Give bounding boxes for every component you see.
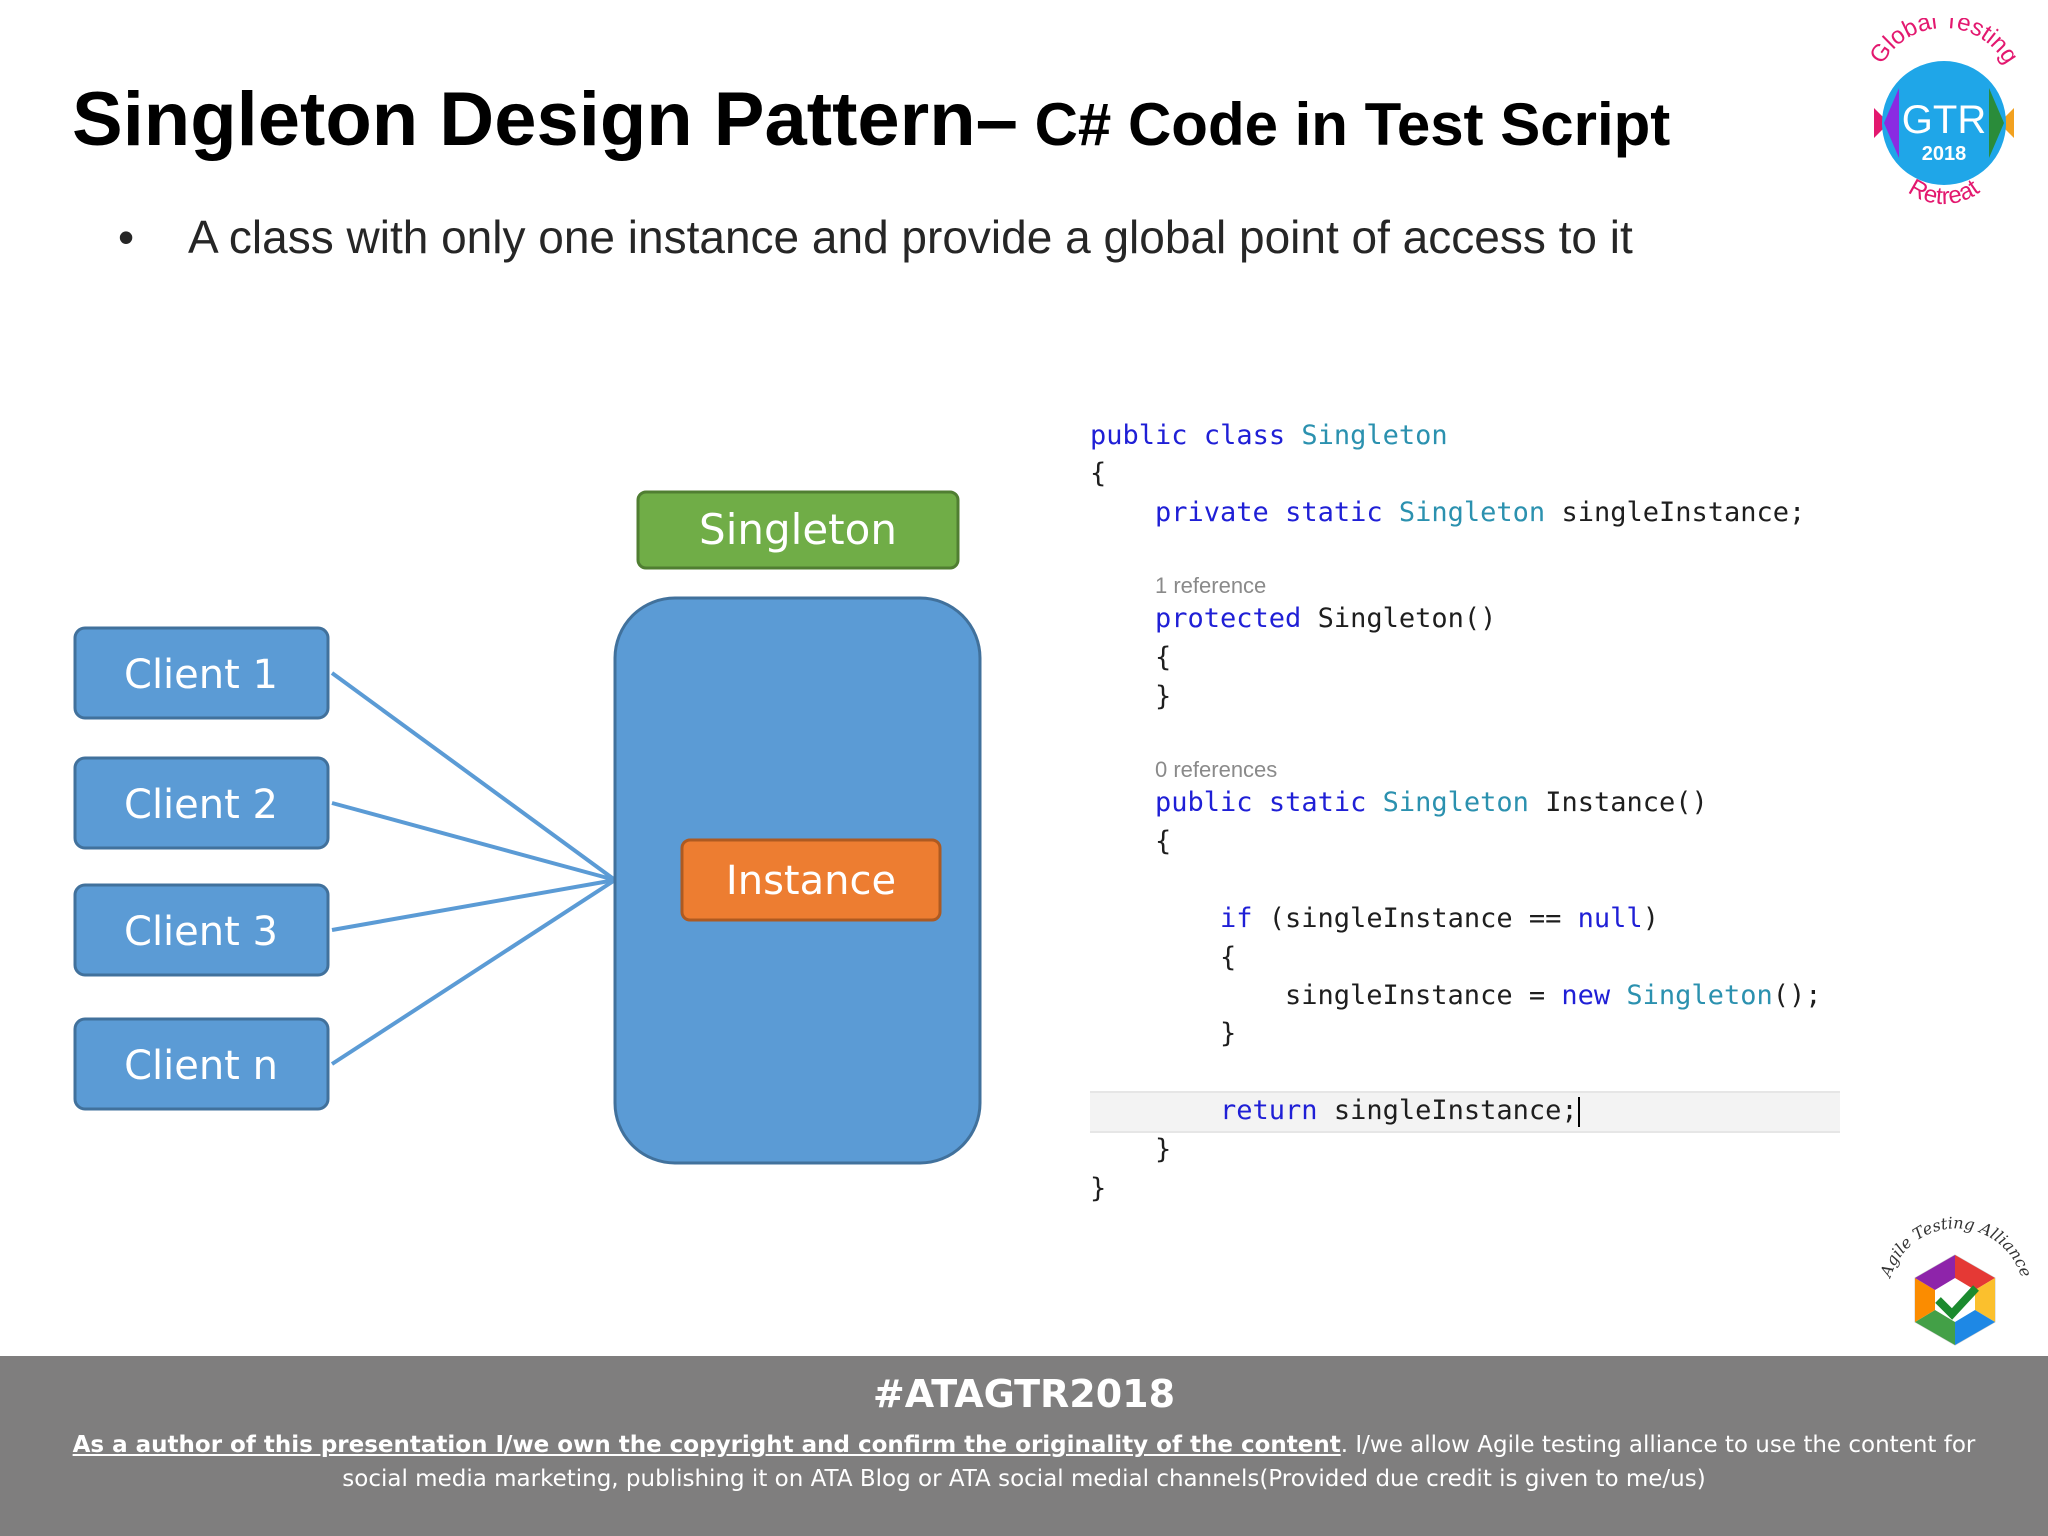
client-box-2: Client 2 xyxy=(73,756,330,850)
title-sub: C# Code in Test Script xyxy=(1017,91,1671,158)
client-label-3: Client 3 xyxy=(124,909,278,955)
gtr-logo-year: 2018 xyxy=(1922,143,1967,165)
code-line-brace: } xyxy=(1155,1134,1172,1165)
code-line-brace: } xyxy=(1220,1018,1237,1049)
singleton-header-box: Singleton xyxy=(636,490,960,570)
footer-bar: #ATAGTR2018 As a author of this presenta… xyxy=(0,1356,2048,1536)
instance-label: Instance xyxy=(726,858,896,904)
code-line-brace: { xyxy=(1220,942,1237,973)
code-line-brace: { xyxy=(1155,826,1172,857)
code-line-open-brace: { xyxy=(1090,458,1107,489)
client-box-n: Client n xyxy=(73,1017,330,1111)
checkmark-icon xyxy=(1935,1285,1979,1320)
text-caret xyxy=(1577,1096,1580,1127)
footer-notice: As a author of this presentation I/we ow… xyxy=(40,1428,2008,1496)
gtr-logo-mark: GTR xyxy=(1902,98,1986,142)
current-line-highlight xyxy=(1090,1091,1840,1133)
code-line-class-decl: public class Singleton xyxy=(1090,420,1448,451)
client-box-3: Client 3 xyxy=(73,883,330,977)
gtr-logo-top-text: Global Testing xyxy=(1864,18,2023,69)
code-line-brace: { xyxy=(1155,642,1172,673)
code-listing: public class Singleton { private static … xyxy=(1090,420,1840,1220)
client-box-1: Client 1 xyxy=(73,626,330,720)
footer-hashtag: #ATAGTR2018 xyxy=(872,1372,1176,1416)
client-label-2: Client 2 xyxy=(124,782,278,828)
title-main: Singleton Design Pattern– xyxy=(72,77,1018,162)
instance-box: Instance xyxy=(680,838,942,922)
bullet-text: A class with only one instance and provi… xyxy=(188,211,1633,263)
slide-title: Singleton Design Pattern– C# Code in Tes… xyxy=(72,82,1670,158)
ata-logo: Agile Testing Alliance xyxy=(1876,1213,2036,1346)
code-lens-ref-1: 1 reference xyxy=(1155,573,1267,598)
footer-notice-rest: . I/we allow Agile testing alliance to u… xyxy=(342,1432,1976,1492)
singleton-label: Singleton xyxy=(699,505,897,554)
code-line-field: private static Singleton singleInstance; xyxy=(1155,497,1806,528)
code-line-close-brace: } xyxy=(1090,1173,1107,1204)
singleton-diagram: Client 1 Client 2 Client 3 Client n Sing… xyxy=(73,490,982,1165)
gtr-logo: Global Testing GTR 2018 Retreat xyxy=(1864,18,2023,210)
code-line-instance-method: public static Singleton Instance() xyxy=(1155,787,1708,818)
code-line-constructor: protected Singleton() xyxy=(1155,603,1497,634)
code-line-assign: singleInstance = new Singleton(); xyxy=(1285,980,1822,1011)
code-line-if: if (singleInstance == null) xyxy=(1220,903,1659,934)
bullet-icon: • xyxy=(118,211,135,263)
client-label-1: Client 1 xyxy=(124,652,278,698)
code-lens-ref-2: 0 references xyxy=(1155,757,1278,782)
footer-notice-underlined: As a author of this presentation I/we ow… xyxy=(72,1432,1341,1458)
client-label-n: Client n xyxy=(124,1043,278,1089)
code-line-return: return singleInstance; xyxy=(1220,1095,1580,1127)
code-line-brace: } xyxy=(1155,681,1172,712)
bullet-point: • A class with only one instance and prov… xyxy=(118,212,1633,263)
connector-lines xyxy=(330,671,617,1066)
